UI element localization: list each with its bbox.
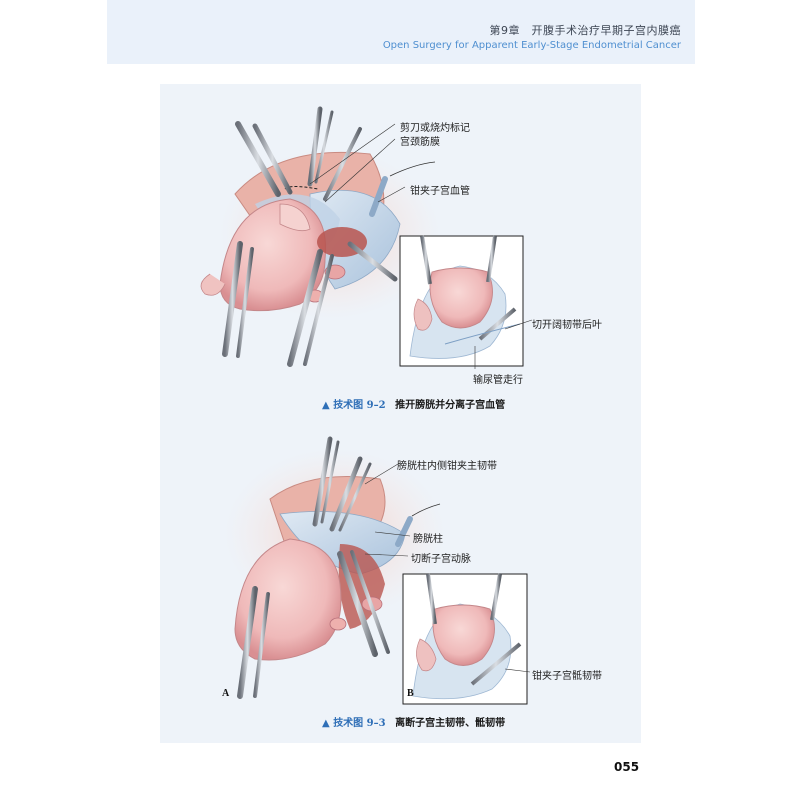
panel-letter-a: A [222, 688, 230, 699]
figure-9-2-caption: ▲ 技术图 9–2 推开膀胱并分离子宫血管 [322, 396, 505, 411]
caption-text: 离断子宫主韧带、骶韧带 [395, 718, 506, 729]
caption-marker: ▲ [322, 400, 330, 411]
label-clamp-cardinal: 膀胱柱内侧钳夹主韧带 [397, 461, 497, 472]
caption-number: 9–3 [366, 718, 386, 729]
label-cut-uterine-artery: 切断子宫动脉 [411, 554, 471, 565]
page-number: 055 [614, 760, 640, 774]
figure-9-2-inset-b [399, 235, 533, 369]
running-header: 第9章 开腹手术治疗早期子宫内膜癌 Open Surgery for Appar… [107, 0, 695, 64]
label-clamp-uterine-vessels: 钳夹子宫血管 [410, 186, 470, 197]
chapter-title-en: Open Surgery for Apparent Early-Stage En… [382, 40, 681, 51]
figure-9-3-caption: ▲ 技术图 9–3 离断子宫主韧带、骶韧带 [322, 714, 505, 729]
figure-9-2-illustration-a [200, 106, 440, 367]
caption-prefix: 技术图 [333, 718, 364, 729]
caption-prefix: 技术图 [333, 400, 364, 411]
label-open-broad-ligament: 切开阔韧带后叶 [532, 320, 602, 331]
panel-letter-b: B [407, 688, 414, 699]
figure-9-3-inset-b [402, 573, 531, 705]
caption-number: 9–2 [366, 400, 386, 411]
label-clamp-uterosacral: 钳夹子宫骶韧带 [532, 671, 602, 682]
surgical-illustrations [200, 106, 533, 705]
caption-marker: ▲ [322, 718, 330, 729]
label-scissors-mark: 剪刀或烧灼标记 [400, 123, 470, 134]
caption-text: 推开膀胱并分离子宫血管 [395, 400, 506, 411]
label-bladder-pillar: 膀胱柱 [413, 534, 443, 545]
figure-panel: 剪刀或烧灼标记 宫颈筋膜 钳夹子宫血管 切开阔韧带后叶 输尿管走行 ▲ 技术图 … [160, 84, 641, 743]
label-cervical-fascia: 宫颈筋膜 [400, 137, 440, 148]
chapter-title-cn: 第9章 开腹手术治疗早期子宫内膜癌 [489, 24, 681, 37]
label-ureter-course: 输尿管走行 [473, 375, 523, 386]
figure-9-3-illustration-a [225, 436, 445, 699]
